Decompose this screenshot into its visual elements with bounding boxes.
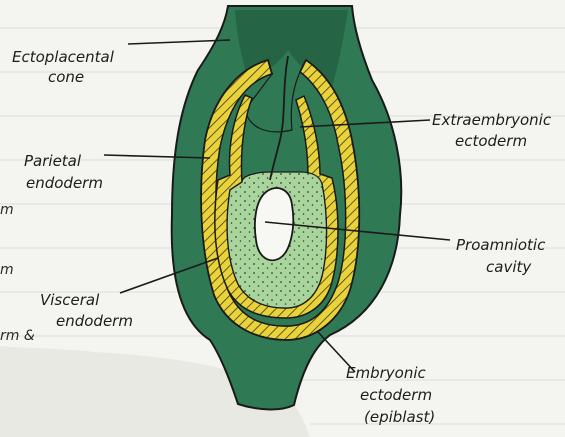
label-line: cavity — [486, 258, 532, 276]
label-line: (epiblast) — [364, 408, 435, 426]
label-line: Parietal — [24, 152, 82, 170]
label-line: Proamniotic — [456, 236, 546, 254]
label-line: cone — [48, 68, 84, 86]
margin-fragment: rm & — [0, 328, 35, 344]
label-line: Embryonic — [346, 364, 427, 382]
margin-fragment: m — [0, 202, 14, 218]
margin-fragment: m — [0, 262, 14, 278]
label-line: Visceral — [40, 291, 100, 309]
label-line: endoderm — [26, 174, 103, 192]
label-line: endoderm — [56, 312, 133, 330]
label-line: ectoderm — [455, 132, 527, 150]
label-line: ectoderm — [360, 386, 432, 404]
label-line: Extraembryonic — [432, 111, 552, 129]
label-line: Ectoplacental — [12, 48, 115, 66]
